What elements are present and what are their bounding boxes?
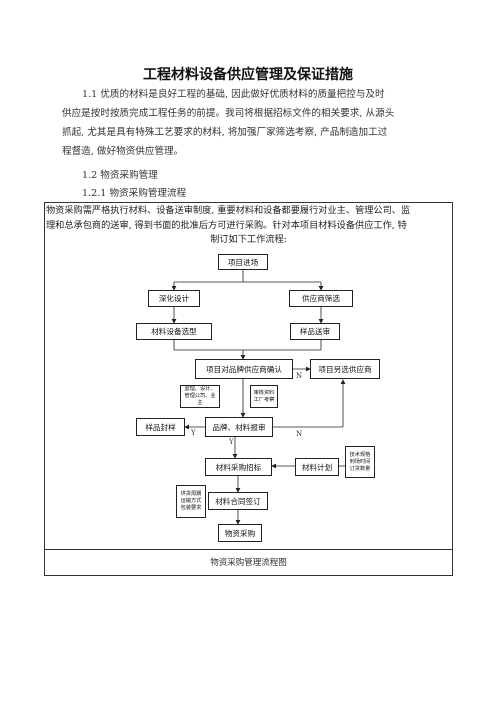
caption-divider [44, 549, 453, 550]
note-contract: 供货周期运输方式包装要求 [176, 485, 206, 518]
flow-frame [44, 202, 453, 576]
note-owners: 监理、设计、管理公司、业主 [180, 385, 220, 408]
flow-box-procure-bid: 材料采购招标 [205, 458, 272, 476]
intro-line-4: 程督造, 做好物资供应管理。 [62, 146, 184, 157]
label-n-review: N [296, 430, 303, 438]
note-owners-line-1: 监理、设计、 [184, 386, 216, 392]
note-audit-line-1: 审核资料 [253, 389, 275, 396]
note-owners-line-2: 管理公司、业主 [184, 393, 216, 406]
note-contract-line-1: 供货周期 [180, 491, 202, 497]
section-heading-1-2: 1.2 物资采购管理 [82, 170, 158, 181]
frame-line-3: 制订如下工作流程: [210, 234, 287, 245]
flow-box-purchase: 物资采购 [218, 524, 262, 542]
note-audit-line-2: 工厂考察 [253, 396, 275, 403]
flow-box-material-selection: 材料设备选型 [136, 323, 212, 340]
document-title: 工程材料设备供应管理及保证措施 [143, 67, 353, 83]
note-spec-line-1: 技术规格 [349, 451, 371, 458]
flow-box-alt-supplier: 项目另选供应商 [310, 359, 380, 379]
frame-line-1: 物资采购需严格执行材料、设备送审制度, 重要材料和设备都要履行对业主、管理公司、… [46, 205, 411, 216]
frame-description: 物资采购需严格执行材料、设备送审制度, 重要材料和设备都要履行对业主、管理公司、… [46, 204, 451, 248]
flow-box-brand-confirm: 项目对品牌供应商确认 [195, 359, 293, 379]
flow-box-material-plan: 材料计划 [295, 458, 339, 476]
intro-line-3: 抓起, 尤其是具有特殊工艺要求的材料, 将加强厂家筛选考察, 产品制造加工过 [62, 127, 388, 138]
note-spec-line-3: 订货数量 [349, 465, 371, 472]
note-contract-line-3: 包装要求 [180, 505, 202, 511]
flow-box-contract-sign: 材料合同签订 [208, 492, 268, 510]
frame-line-2: 理和总承包商的送审, 得到书面的批准后方可进行采购。针对本项目材料设备供应工作,… [46, 219, 407, 231]
intro-line-2: 供应是按时按质完成工程任务的前提。我司将根据招标文件的相关要求, 从源头 [62, 108, 395, 119]
label-n-confirm: N [296, 372, 303, 380]
intro-line-1: 1.1 优质的材料是良好工程的基础, 因此做好优质材料的质量把控与及时 [82, 89, 385, 100]
flow-box-sample-seal: 样品封样 [136, 418, 185, 436]
section-heading-1-2-1: 1.2.1 物资采购管理流程 [82, 188, 187, 199]
note-spec-line-2: 到场时间 [349, 458, 371, 465]
flow-box-deep-design: 深化设计 [148, 290, 200, 307]
flow-box-project-entry: 项目进场 [218, 254, 268, 270]
label-y-bid: Y [229, 438, 234, 446]
flow-caption: 物资采购管理流程图 [210, 558, 287, 568]
intro-paragraph: 1.1 优质的材料是良好工程的基础, 因此做好优质材料的质量把控与及时 供应是按… [62, 85, 442, 161]
note-contract-line-2: 运输方式 [180, 498, 202, 504]
label-y-seal: Y [191, 429, 196, 437]
note-audit: 审核资料工厂考察 [250, 385, 278, 408]
note-spec: 技术规格到场时间订货数量 [345, 446, 375, 478]
flow-box-brand-review: 品牌、材料报审 [205, 417, 273, 437]
flow-box-supplier-screen: 供应商筛选 [289, 290, 353, 307]
flow-box-sample-submit: 样品送审 [290, 323, 340, 340]
